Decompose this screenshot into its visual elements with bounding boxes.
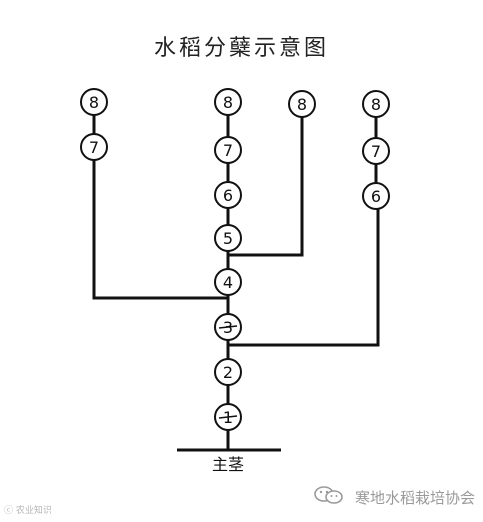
- svg-text:7: 7: [223, 141, 233, 160]
- svg-text:6: 6: [371, 187, 381, 206]
- wechat-icon: [314, 486, 343, 504]
- node-m6: 6: [214, 181, 242, 209]
- node-m5: 5: [214, 224, 242, 252]
- svg-text:7: 7: [371, 142, 381, 161]
- node-b8: 8: [288, 90, 316, 118]
- tiller-a-line: [92, 147, 228, 300]
- tiller-b-line: [228, 104, 304, 257]
- node-a7: 7: [80, 133, 108, 161]
- svg-text:7: 7: [89, 138, 99, 157]
- watermark-left: ⓒ 农业知识: [4, 506, 52, 516]
- node-c7: 7: [362, 137, 390, 165]
- tiller-a-nodes: 8 7: [80, 88, 108, 161]
- node-m8: 8: [214, 88, 242, 116]
- main-stem-label: 主茎: [212, 455, 244, 474]
- main-stem-nodes: 8 7 6 5 4 3: [214, 88, 242, 431]
- node-c8: 8: [362, 90, 390, 118]
- tiller-b-nodes: 8: [288, 90, 316, 118]
- node-m4: 4: [214, 268, 242, 296]
- node-a8: 8: [80, 88, 108, 116]
- watermark-right: 寒地水稻栽培协会: [354, 489, 475, 507]
- svg-text:6: 6: [223, 186, 233, 205]
- svg-text:2: 2: [223, 363, 233, 382]
- node-c6: 6: [362, 182, 390, 210]
- svg-text:8: 8: [89, 93, 99, 112]
- node-m1: 1: [214, 403, 242, 431]
- node-m2: 2: [214, 358, 242, 386]
- svg-text:8: 8: [297, 95, 307, 114]
- node-m7: 7: [214, 136, 242, 164]
- tiller-c-nodes: 8 7 6: [362, 90, 390, 210]
- node-m3: 3: [214, 313, 242, 341]
- svg-text:5: 5: [223, 229, 233, 248]
- svg-text:8: 8: [223, 93, 233, 112]
- svg-text:8: 8: [371, 95, 381, 114]
- diagram-title: 水稻分蘖示意图: [153, 36, 329, 61]
- tiller-c-line: [228, 196, 380, 347]
- svg-text:4: 4: [223, 273, 233, 292]
